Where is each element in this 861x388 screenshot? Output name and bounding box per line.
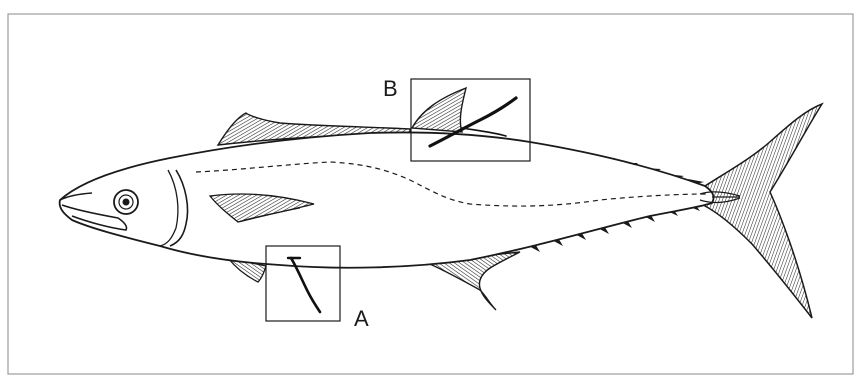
label-b: B [383, 76, 398, 101]
label-a: A [354, 306, 369, 331]
eye [114, 190, 138, 214]
fish-body [60, 132, 714, 267]
caudal-fin [705, 104, 822, 318]
second-dorsal-fin [412, 88, 466, 132]
